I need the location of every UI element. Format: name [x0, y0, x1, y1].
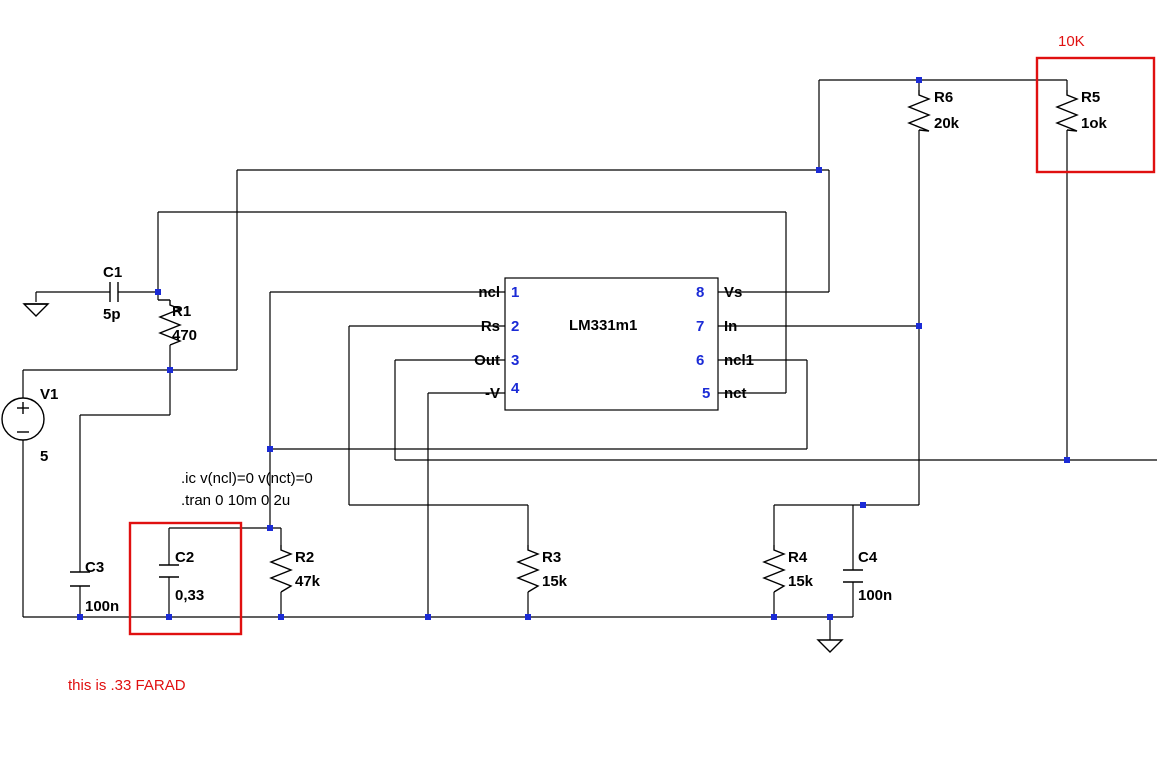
- pin-number-6: 6: [696, 352, 704, 369]
- v1-ref: V1: [40, 386, 58, 403]
- r5-annotation: 10K: [1058, 33, 1085, 50]
- capacitor-c4[interactable]: [843, 569, 863, 583]
- pin-number-4: 4: [511, 380, 520, 397]
- c2-ref: C2: [175, 549, 194, 566]
- r3-value: 15k: [542, 573, 568, 590]
- r4-ref: R4: [788, 549, 808, 566]
- resistor-r4[interactable]: [762, 545, 786, 593]
- pin-name-vs: Vs: [724, 284, 742, 301]
- spice-tran-directive[interactable]: .tran 0 10m 0 2u: [181, 492, 290, 509]
- c2-annotation: this is .33 FARAD: [68, 677, 186, 694]
- ic-name-label: LM331m1: [569, 317, 637, 334]
- pin-name-out: Out: [474, 352, 500, 369]
- c4-value: 100n: [858, 587, 892, 604]
- pin-number-8: 8: [696, 284, 704, 301]
- highlight-box-r5: [1035, 56, 1156, 174]
- r1-value: 470: [172, 327, 197, 344]
- r4-value: 15k: [788, 573, 814, 590]
- voltage-source-v1[interactable]: [1, 397, 45, 441]
- pin-name-ncl1: ncl1: [724, 352, 754, 369]
- c3-value: 100n: [85, 598, 119, 615]
- pin-name-ncl: ncl: [478, 284, 500, 301]
- ground-symbol-left: [22, 303, 50, 317]
- resistor-r2[interactable]: [269, 545, 293, 593]
- c1-value: 5p: [103, 306, 121, 323]
- pin-number-7: 7: [696, 318, 704, 335]
- r5-value: 1ok: [1081, 115, 1108, 132]
- pin-number-1: 1: [511, 284, 519, 301]
- v1-value: 5: [40, 448, 48, 465]
- capacitor-c2[interactable]: [159, 564, 179, 578]
- capacitor-c3[interactable]: [70, 571, 90, 587]
- r1-ref: R1: [172, 303, 191, 320]
- r2-value: 47k: [295, 573, 321, 590]
- pin-name-v: -V: [485, 385, 500, 402]
- r5-ref: R5: [1081, 89, 1100, 106]
- capacitor-c1[interactable]: [109, 282, 119, 302]
- pin-name-in: In: [724, 318, 737, 335]
- pin-number-3: 3: [511, 352, 519, 369]
- pin-number-5: 5: [702, 385, 710, 402]
- resistor-r3[interactable]: [516, 545, 540, 593]
- highlight-box-c2: [128, 521, 243, 636]
- r6-ref: R6: [934, 89, 953, 106]
- wires: [22, 79, 1157, 640]
- c3-ref: C3: [85, 559, 104, 576]
- resistor-r6[interactable]: [907, 90, 931, 132]
- ic-lm331-body[interactable]: [504, 277, 719, 411]
- spice-ic-directive[interactable]: .ic v(ncl)=0 v(nct)=0: [181, 470, 313, 487]
- resistor-r5[interactable]: [1055, 90, 1079, 132]
- c1-ref: C1: [103, 264, 122, 281]
- pin-name-nct: nct: [724, 385, 747, 402]
- r3-ref: R3: [542, 549, 561, 566]
- pin-name-rs: Rs: [481, 318, 500, 335]
- c2-value: 0,33: [175, 587, 204, 604]
- r6-value: 20k: [934, 115, 960, 132]
- junction-nodes: [77, 77, 1070, 620]
- resistor-r1[interactable]: [158, 299, 182, 346]
- ground-symbol-bottom: [816, 639, 844, 653]
- r2-ref: R2: [295, 549, 314, 566]
- c4-ref: C4: [858, 549, 878, 566]
- pin-number-2: 2: [511, 318, 519, 335]
